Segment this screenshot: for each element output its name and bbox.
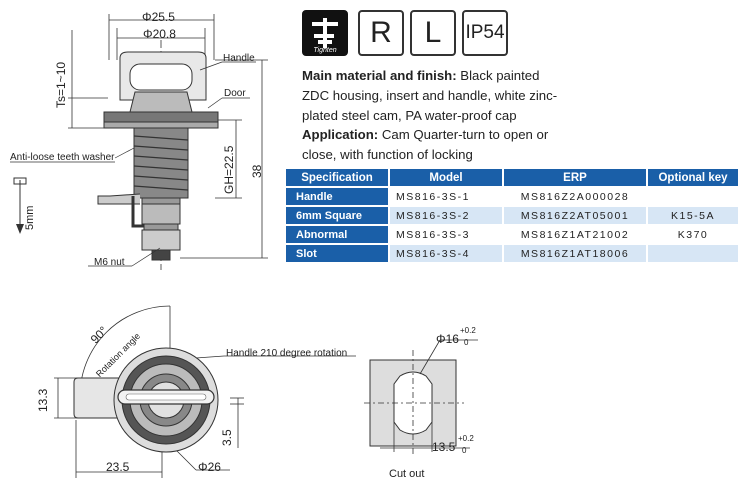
material-label: Main material and finish: xyxy=(302,68,457,83)
dim-3-5: 3.5 xyxy=(220,429,234,446)
spec-table: Specification Model ERP Optional key Han… xyxy=(284,167,740,264)
cutout-caption: Cut out xyxy=(389,468,425,480)
right-badge: R xyxy=(358,10,404,56)
header-specification: Specification xyxy=(286,169,388,186)
row-spec: Abnormal xyxy=(286,226,388,243)
label-door: Door xyxy=(224,88,246,99)
dim-d16: Φ16 xyxy=(436,332,459,346)
tighten-badge: Tighten xyxy=(302,10,348,56)
label-nut: M6 nut xyxy=(94,257,125,268)
material-text-1: Black painted xyxy=(456,68,540,83)
cutout-drawing xyxy=(364,339,478,456)
application-text-1: Cam Quarter-turn to open or xyxy=(378,127,549,142)
table-row: 6mm Square MS816-3S-2 MS816Z2AT05001 K15… xyxy=(286,207,738,224)
material-text-2: ZDC housing, insert and handle, white zi… xyxy=(302,88,558,103)
dim-d16-tol-up: +0.2 xyxy=(460,326,476,335)
row-erp: MS816Z1AT21002 xyxy=(504,226,646,243)
dim-inner-diameter: Φ20.8 xyxy=(143,27,176,41)
logo-text: Tighten xyxy=(313,47,336,54)
dim-outer-diameter: Φ25.5 xyxy=(142,10,175,24)
row-key: K15-5A xyxy=(648,207,738,224)
table-row: Abnormal MS816-3S-3 MS816Z1AT21002 K370 xyxy=(286,226,738,243)
row-spec: Handle xyxy=(286,188,388,205)
row-model: MS816-3S-1 xyxy=(390,188,502,205)
row-key xyxy=(648,245,738,262)
label-handle: Handle xyxy=(223,53,255,64)
row-model: MS816-3S-3 xyxy=(390,226,502,243)
row-key: K370 xyxy=(648,226,738,243)
dim-38: 38 xyxy=(250,164,264,178)
side-view-drawing xyxy=(10,14,268,270)
row-erp: MS816Z1AT18006 xyxy=(504,245,646,262)
left-badge: L xyxy=(410,10,456,56)
row-model: MS816-3S-4 xyxy=(390,245,502,262)
dim-23-5: 23.5 xyxy=(106,460,130,474)
ip-badge: IP54 xyxy=(462,10,508,56)
row-erp: MS816Z2A000028 xyxy=(504,188,646,205)
dim-d26: Φ26 xyxy=(198,460,221,474)
row-spec: 6mm Square xyxy=(286,207,388,224)
material-text-3: plated steel cam, PA water-proof cap xyxy=(302,108,517,123)
label-washer: Anti-loose teeth washer xyxy=(10,152,115,163)
header-model: Model xyxy=(390,169,502,186)
table-row: Slot MS816-3S-4 MS816Z1AT18006 xyxy=(286,245,738,262)
material-description: Main material and finish: Black painted … xyxy=(302,66,592,126)
dim-gh: GH=22.5 xyxy=(222,145,236,194)
header-erp: ERP xyxy=(504,169,646,186)
table-row: Handle MS816-3S-1 MS816Z2A000028 xyxy=(286,188,738,205)
dim-ts: Ts=1~10 xyxy=(54,61,68,108)
header-optional-key: Optional key xyxy=(648,169,738,186)
left-badge-label: L xyxy=(424,16,442,49)
row-key xyxy=(648,188,738,205)
dim-13-3: 13.3 xyxy=(36,388,50,412)
dim-13-5: 13.5 xyxy=(432,440,456,454)
application-description: Application: Cam Quarter-turn to open or… xyxy=(302,125,592,165)
application-label: Application: xyxy=(302,127,379,142)
row-model: MS816-3S-2 xyxy=(390,207,502,224)
application-text-2: close, with function of locking xyxy=(302,147,473,162)
tighten-logo-icon: Tighten xyxy=(304,12,346,54)
ip-badge-label: IP54 xyxy=(465,22,505,43)
label-handle-rotation: Handle 210 degree rotation xyxy=(226,348,348,359)
right-badge-label: R xyxy=(370,16,392,49)
dim-13-5-tol-low: 0 xyxy=(462,446,467,455)
front-view-drawing xyxy=(54,305,356,478)
dim-13-5-tol-up: +0.2 xyxy=(458,434,474,443)
row-spec: Slot xyxy=(286,245,388,262)
row-erp: MS816Z2AT05001 xyxy=(504,207,646,224)
dim-stroke: 5mm xyxy=(24,205,36,230)
dim-d16-tol-low: 0 xyxy=(464,338,469,347)
